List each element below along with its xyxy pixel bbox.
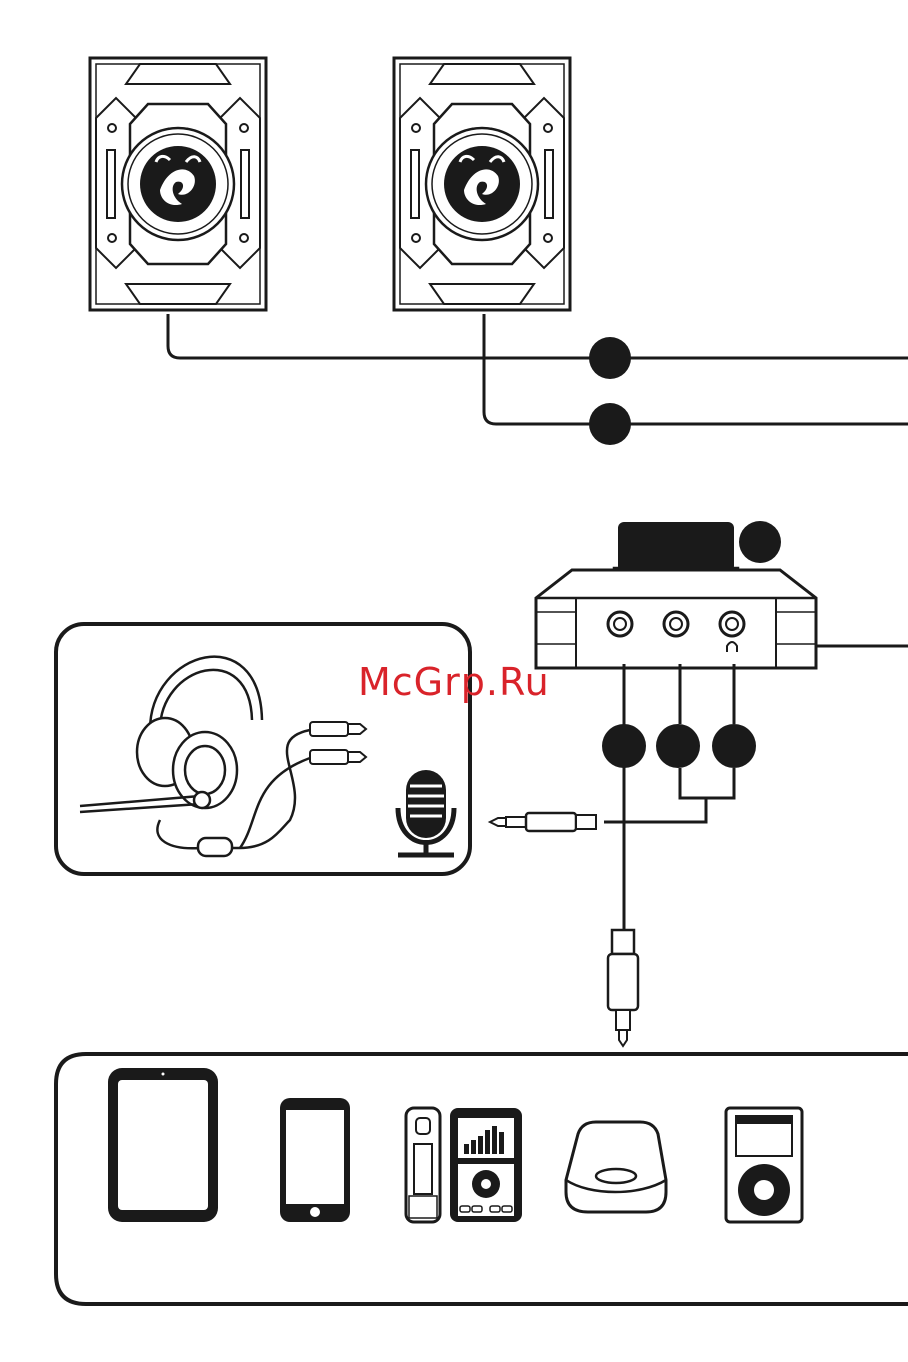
headset-plug-icon xyxy=(310,722,366,764)
mic-plug-icon xyxy=(490,813,596,831)
audio-plug-icon xyxy=(608,930,638,1046)
tablet-icon xyxy=(108,1068,218,1222)
cd-player-icon xyxy=(566,1122,666,1212)
speaker-cables xyxy=(168,314,908,424)
callout-marker xyxy=(656,724,700,768)
mic-jack xyxy=(664,612,688,636)
portable-player-icon xyxy=(450,1108,522,1222)
watermark-text: McGrp.Ru xyxy=(358,660,550,704)
mp3-player-icon xyxy=(406,1108,440,1222)
left-speaker-icon xyxy=(90,58,266,310)
jack-leads xyxy=(604,664,734,930)
line-in-jack xyxy=(608,612,632,636)
smartphone-icon xyxy=(280,1098,350,1222)
ipod-icon xyxy=(726,1108,802,1222)
microphone-icon xyxy=(398,770,454,855)
callout-marker xyxy=(739,521,781,563)
right-speaker-icon xyxy=(394,58,570,310)
callout-marker xyxy=(602,724,646,768)
callout-marker xyxy=(589,337,631,379)
callout-marker xyxy=(712,724,756,768)
headphone-jack xyxy=(720,612,744,636)
headset-icon xyxy=(80,657,310,856)
callout-marker xyxy=(589,403,631,445)
